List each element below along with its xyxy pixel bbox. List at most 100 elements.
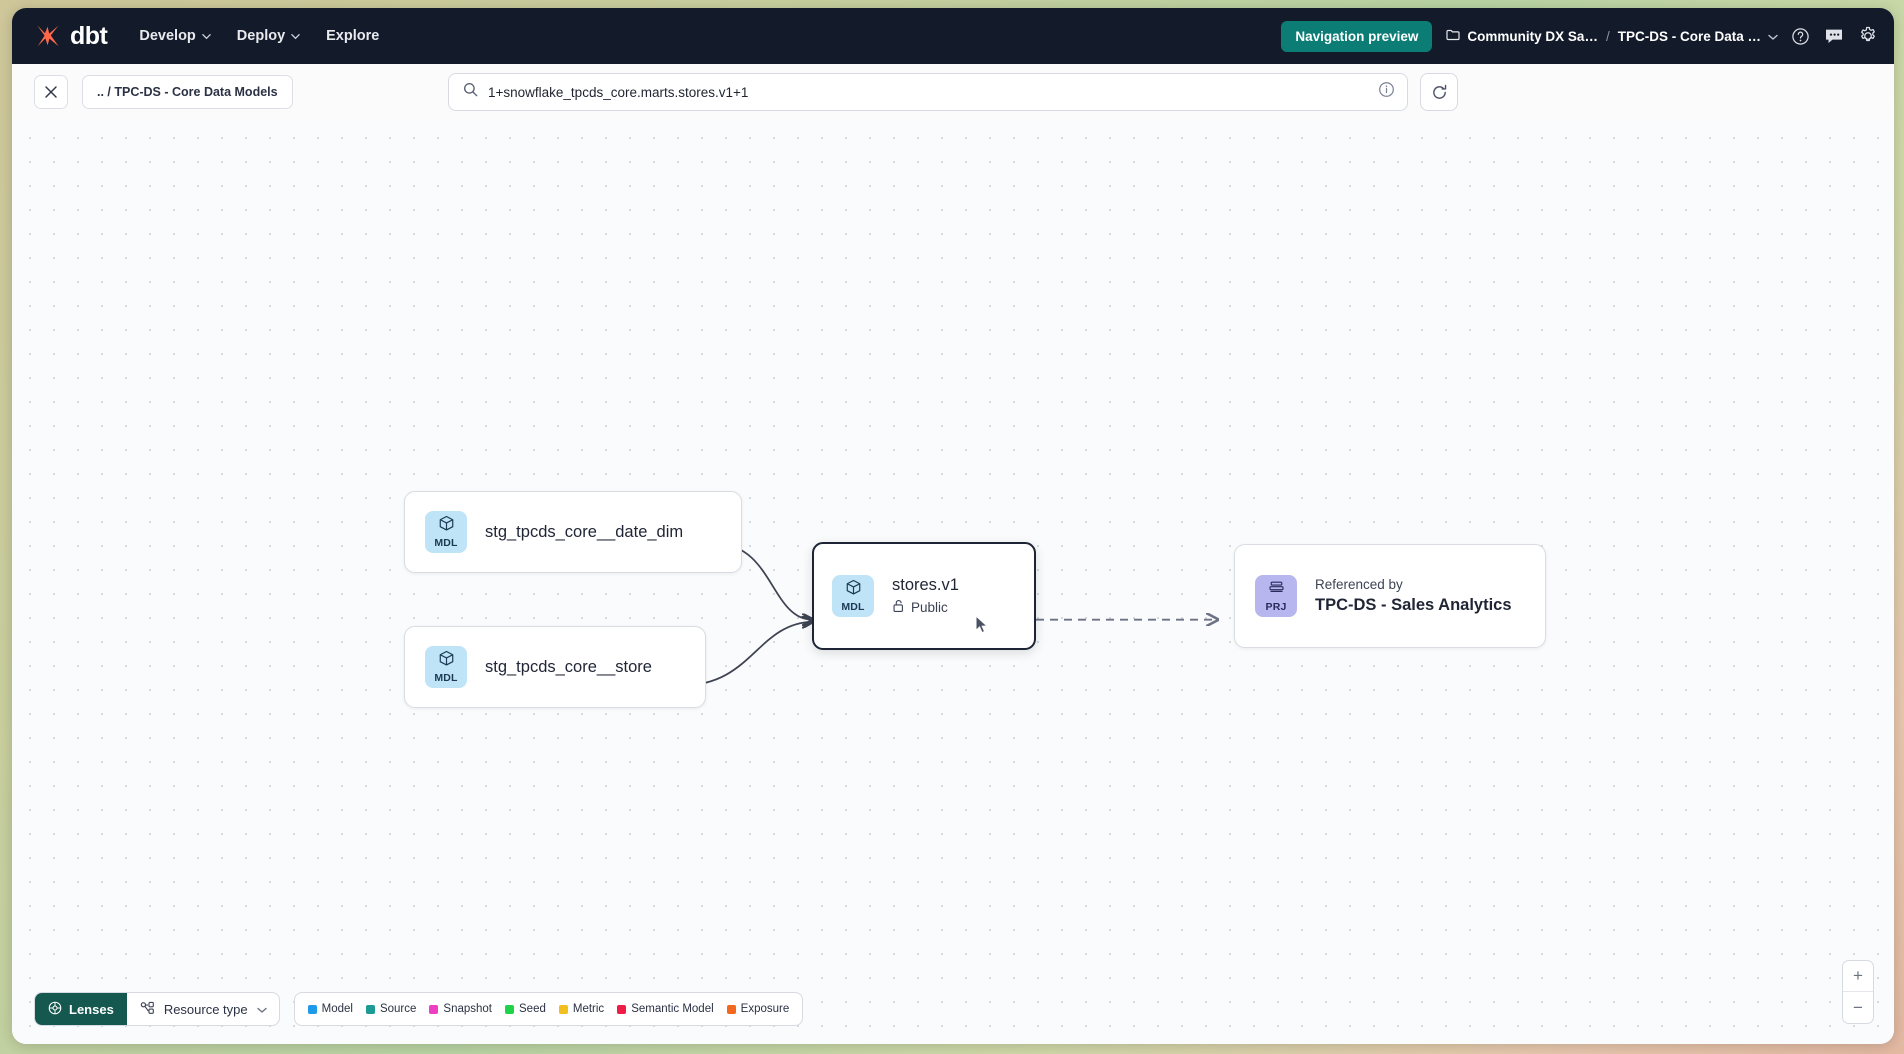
node-kicker: Referenced by — [1315, 577, 1403, 592]
nav-link-develop[interactable]: Develop — [139, 28, 211, 44]
node-body: Referenced by TPC-DS - Sales Analytics — [1315, 577, 1512, 615]
chevron-down-icon — [1768, 32, 1778, 41]
top-navigation-bar: dbt Develop Deploy Explore Navigation pr… — [12, 8, 1894, 64]
account-project-breadcrumb: Community DX Sa… / TPC-DS - Core Data … — [1446, 28, 1778, 44]
node-title: stg_tpcds_core__store — [485, 657, 652, 676]
node-type-badge-label: MDL — [434, 537, 458, 550]
lenses-button[interactable]: Lenses — [35, 993, 127, 1025]
breadcrumb-project[interactable]: TPC-DS - Core Data … — [1617, 28, 1778, 44]
legend-item-model: Model — [307, 1003, 353, 1015]
help-icon[interactable] — [1791, 27, 1810, 46]
primary-nav-links: Develop Deploy Explore — [139, 28, 379, 44]
node-title: stg_tpcds_core__date_dim — [485, 522, 684, 541]
dbt-logo[interactable]: dbt — [34, 21, 108, 50]
toolbar-left-group: .. / TPC-DS - Core Data Models — [34, 75, 293, 109]
node-type-badge-label: MDL — [434, 672, 458, 685]
lineage-search-box[interactable] — [448, 73, 1408, 111]
node-body: stores.v1 Public — [892, 576, 959, 616]
legend-item-source: Source — [365, 1003, 417, 1015]
legend-swatch — [505, 1004, 515, 1014]
legend-swatch — [726, 1004, 736, 1014]
legend-item-metric: Metric — [558, 1003, 605, 1015]
lineage-bottom-bar: Lenses Resource type — [34, 992, 804, 1026]
resource-type-legend: Model Source Snapshot Seed Metric — [293, 992, 804, 1026]
navigation-preview-button[interactable]: Navigation preview — [1281, 20, 1433, 52]
search-input[interactable] — [488, 84, 1368, 100]
lineage-canvas[interactable]: MDL stg_tpcds_core__date_dim MDL stg_tpc… — [12, 120, 1894, 1044]
node-type-badge-label: MDL — [841, 601, 865, 614]
legend-swatch — [558, 1004, 568, 1014]
nav-link-deploy[interactable]: Deploy — [237, 28, 300, 44]
info-circle-icon[interactable] — [1378, 81, 1395, 103]
legend-label: Snapshot — [443, 1003, 493, 1015]
nav-link-develop-label: Develop — [139, 28, 196, 44]
legend-item-semantic-model: Semantic Model — [617, 1003, 714, 1015]
node-title: TPC-DS - Sales Analytics — [1315, 596, 1512, 614]
breadcrumb-project-label: TPC-DS - Core Data … — [1617, 28, 1761, 44]
toolbar-center-group — [448, 73, 1458, 111]
node-title: stores.v1 — [892, 576, 959, 594]
search-icon — [463, 82, 478, 102]
graph-node-stg-store[interactable]: MDL stg_tpcds_core__store — [404, 626, 706, 708]
legend-label: Model — [321, 1003, 353, 1015]
legend-swatch — [365, 1004, 375, 1014]
resource-type-dropdown[interactable]: Resource type — [127, 993, 279, 1025]
nav-link-explore[interactable]: Explore — [326, 28, 379, 44]
folder-icon — [1446, 29, 1461, 44]
feedback-icon[interactable] — [1824, 27, 1844, 45]
chevron-down-icon — [256, 1005, 267, 1014]
dbt-x-logo-icon — [34, 23, 62, 49]
legend-label: Metric — [572, 1003, 605, 1015]
top-nav-right-group: Navigation preview Community DX Sa… / TP… — [1281, 20, 1878, 52]
nodes-icon — [140, 1001, 155, 1018]
chevron-down-icon — [291, 32, 300, 41]
graph-node-stg-date-dim[interactable]: MDL stg_tpcds_core__date_dim — [404, 491, 742, 573]
node-type-badge-mdl: MDL — [425, 511, 467, 553]
node-body: stg_tpcds_core__store — [485, 658, 652, 677]
app-window: dbt Develop Deploy Explore Navigation pr… — [12, 8, 1894, 1044]
zoom-controls: + − — [1842, 960, 1874, 1024]
graph-node-stores-v1[interactable]: MDL stores.v1 Public — [812, 542, 1036, 650]
node-access-status: Public — [892, 599, 959, 616]
breadcrumb-pill[interactable]: .. / TPC-DS - Core Data Models — [82, 75, 293, 109]
nav-link-explore-label: Explore — [326, 28, 380, 44]
lenses-control-group: Lenses Resource type — [34, 992, 280, 1026]
legend-label: Exposure — [740, 1003, 790, 1015]
nav-link-deploy-label: Deploy — [236, 28, 286, 44]
cube-icon — [438, 515, 455, 537]
node-body: stg_tpcds_core__date_dim — [485, 523, 683, 542]
legend-item-seed: Seed — [505, 1003, 546, 1015]
node-type-badge-mdl: MDL — [425, 646, 467, 688]
legend-label: Semantic Model — [631, 1003, 714, 1015]
node-type-badge-mdl: MDL — [832, 575, 874, 617]
legend-label: Seed — [519, 1003, 546, 1015]
node-type-badge-prj: PRJ — [1255, 575, 1297, 617]
breadcrumb-account-label: Community DX Sa… — [1467, 28, 1598, 44]
refresh-icon[interactable] — [1420, 73, 1458, 111]
lineage-toolbar: .. / TPC-DS - Core Data Models — [12, 64, 1894, 120]
dbt-wordmark: dbt — [70, 21, 108, 50]
legend-item-snapshot: Snapshot — [429, 1003, 492, 1015]
cube-icon — [845, 579, 862, 601]
zoom-out-button[interactable]: − — [1853, 997, 1863, 1017]
project-stack-icon — [1268, 579, 1285, 601]
legend-item-exposure: Exposure — [726, 1003, 790, 1015]
lens-icon — [48, 1001, 62, 1018]
lenses-button-label: Lenses — [69, 1001, 114, 1017]
chevron-down-icon — [202, 32, 211, 41]
node-access-label: Public — [911, 600, 948, 615]
graph-node-referenced-by-project[interactable]: PRJ Referenced by TPC-DS - Sales Analyti… — [1234, 544, 1546, 648]
breadcrumb-separator: / — [1605, 28, 1610, 44]
close-icon[interactable] — [34, 75, 68, 109]
settings-gear-icon[interactable] — [1858, 26, 1878, 46]
unlock-icon — [892, 599, 905, 616]
resource-type-label: Resource type — [163, 1001, 248, 1017]
legend-label: Source — [379, 1003, 417, 1015]
legend-swatch — [429, 1004, 439, 1014]
breadcrumb-account[interactable]: Community DX Sa… — [1446, 29, 1598, 44]
cube-icon — [438, 650, 455, 672]
legend-swatch — [307, 1004, 317, 1014]
node-type-badge-label: PRJ — [1265, 601, 1287, 614]
legend-swatch — [617, 1004, 627, 1014]
zoom-in-button[interactable]: + — [1843, 961, 1873, 992]
